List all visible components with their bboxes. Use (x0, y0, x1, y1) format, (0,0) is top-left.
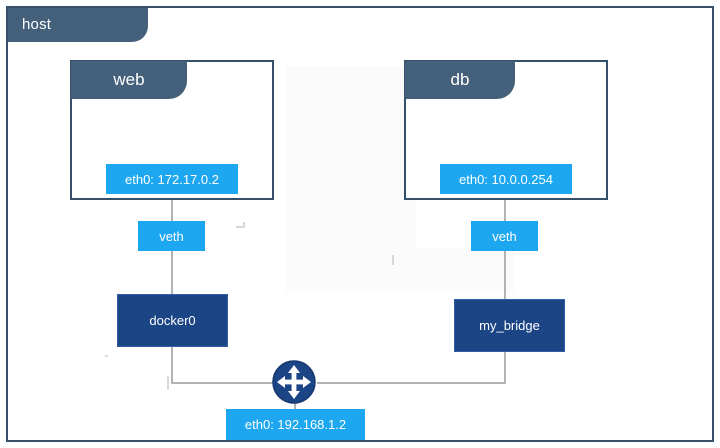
veth-db[interactable]: veth (471, 221, 538, 251)
connector-veth-to-docker0 (171, 250, 173, 295)
interface-host-eth0[interactable]: eth0: 192.168.1.2 (226, 409, 365, 440)
bridge-my-bridge[interactable]: my_bridge (454, 299, 565, 352)
artifact-speck-b (243, 222, 245, 228)
connector-web-eth0-to-veth (171, 198, 173, 222)
artifact-speck-a (236, 226, 245, 228)
connector-bottom-bus-right (317, 382, 506, 384)
container-db[interactable]: db eth0: 10.0.0.254 (404, 60, 608, 200)
host-label-tab: host (8, 8, 148, 42)
network-four-way-arrow-icon[interactable] (272, 360, 316, 404)
artifact-speck-d (167, 376, 169, 390)
container-web[interactable]: web eth0: 172.17.0.2 (70, 60, 274, 200)
interface-db-eth0[interactable]: eth0: 10.0.0.254 (440, 164, 572, 194)
veth-web[interactable]: veth (138, 221, 205, 251)
bridge-docker0[interactable]: docker0 (117, 294, 228, 347)
container-web-title: web (71, 61, 187, 99)
container-db-title: db (405, 61, 515, 99)
connector-docker0-to-bus (171, 346, 173, 384)
artifact-speck-e (392, 255, 394, 265)
background-wash-secondary (286, 248, 514, 292)
artifact-speck-c (105, 355, 108, 357)
interface-web-eth0[interactable]: eth0: 172.17.0.2 (106, 164, 238, 194)
connector-veth-to-my-bridge (504, 250, 506, 300)
connector-bottom-bus-left (171, 382, 283, 384)
connector-db-eth0-to-veth (504, 198, 506, 222)
connector-my-bridge-to-bus (504, 351, 506, 384)
